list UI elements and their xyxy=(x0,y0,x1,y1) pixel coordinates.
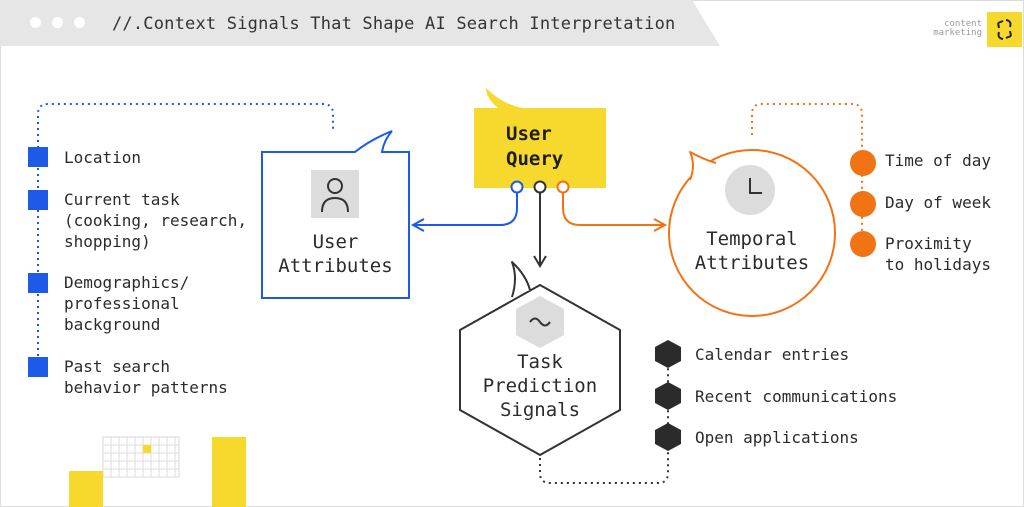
user-query-line-1: User xyxy=(506,123,552,145)
temporal-connector xyxy=(751,103,863,250)
task-tail xyxy=(511,261,531,298)
user-item-past-search: Past search behavior patterns xyxy=(64,356,228,398)
decorative-block-1 xyxy=(69,471,103,507)
user-bullet-3 xyxy=(28,273,48,293)
temporal-item-time-of-day: Time of day xyxy=(885,150,991,171)
task-line-3: Signals xyxy=(499,399,581,421)
user-item-demographics: Demographics/ professional background xyxy=(64,272,189,335)
temporal-item-3-line-1: Proximity xyxy=(885,234,972,253)
task-prediction-label: Task Prediction Signals xyxy=(460,350,620,422)
user-item-3-line-3: background xyxy=(64,315,161,334)
task-item-1-line-1: Calendar entries xyxy=(695,345,850,364)
user-item-2-line-1: Current task xyxy=(64,190,180,209)
task-line-1: Task xyxy=(517,351,563,373)
temporal-item-1-line-1: Time of day xyxy=(885,151,991,170)
temporal-attributes-circle xyxy=(668,149,836,317)
window-dot-2 xyxy=(52,17,63,28)
temporal-line-2: Attributes xyxy=(694,252,810,274)
clock-icon xyxy=(749,178,762,194)
person-icon xyxy=(321,178,349,213)
user-query-line-2: Query xyxy=(506,148,564,170)
brand-logo-text: content marketing xyxy=(933,20,982,38)
temporal-bullet-3 xyxy=(850,231,876,257)
user-item-4-line-2: behavior patterns xyxy=(64,378,228,397)
temporal-item-proximity: Proximity to holidays xyxy=(885,233,991,275)
task-bullet-1 xyxy=(655,340,681,368)
blue-arrow xyxy=(414,193,518,226)
temporal-attributes-label: Temporal Attributes xyxy=(670,227,834,275)
task-item-communications: Recent communications xyxy=(695,386,897,407)
user-attributes-connector xyxy=(37,103,334,160)
user-attributes-line-2: Attributes xyxy=(278,255,393,277)
task-line-2: Prediction xyxy=(482,375,598,397)
user-item-3-line-1: Demographics/ xyxy=(64,273,190,292)
decorative-grid xyxy=(102,436,180,478)
user-item-current-task: Current task (cooking, research, shoppin… xyxy=(64,189,247,252)
window-dot-3 xyxy=(74,17,85,28)
orange-arrow xyxy=(562,193,664,226)
orange-port xyxy=(556,180,570,194)
dark-port xyxy=(533,180,547,194)
user-query-label: User Query xyxy=(506,122,563,172)
temporal-item-day-of-week: Day of week xyxy=(885,192,991,213)
logo-line-1: content xyxy=(944,19,982,29)
temporal-bullet-2 xyxy=(850,191,876,217)
user-attributes-label: User Attributes xyxy=(262,230,409,278)
task-connector xyxy=(539,350,669,484)
user-item-1-line-1: Location xyxy=(64,148,142,167)
temporal-item-3-line-2: to holidays xyxy=(885,255,991,274)
user-bullet-2 xyxy=(28,190,48,210)
temporal-bullet-1 xyxy=(850,150,876,176)
wave-icon xyxy=(529,317,551,327)
user-item-location: Location xyxy=(64,147,141,168)
task-prediction-hexagon xyxy=(459,284,621,456)
temporal-item-2-line-1: Day of week xyxy=(885,193,991,212)
logo-line-2: marketing xyxy=(933,28,982,38)
user-item-3-line-2: professional xyxy=(64,294,180,313)
decorative-block-2 xyxy=(212,437,246,507)
user-item-2-line-3: shopping) xyxy=(64,232,151,251)
user-bullet-4 xyxy=(28,357,48,377)
temporal-tail xyxy=(689,151,717,181)
task-bullet-2 xyxy=(655,382,681,410)
task-item-calendar: Calendar entries xyxy=(695,344,849,365)
user-item-4-line-1: Past search xyxy=(64,357,170,376)
window-dot-1 xyxy=(30,17,41,28)
blue-port xyxy=(510,180,524,194)
task-item-applications: Open applications xyxy=(695,427,859,448)
user-bullet-1 xyxy=(28,147,48,167)
temporal-line-1: Temporal xyxy=(706,228,798,250)
user-attributes-line-1: User xyxy=(312,231,359,253)
logo-arrows-icon xyxy=(997,19,1012,40)
task-item-2-line-1: Recent communications xyxy=(695,387,898,406)
task-bullet-3 xyxy=(655,423,681,451)
user-item-2-line-2: (cooking, research, xyxy=(64,211,248,230)
brand-logo-mark xyxy=(987,12,1022,47)
page-title: //.Context Signals That Shape AI Search … xyxy=(112,14,676,34)
task-item-3-line-1: Open applications xyxy=(695,428,859,447)
user-query-box xyxy=(474,88,606,188)
